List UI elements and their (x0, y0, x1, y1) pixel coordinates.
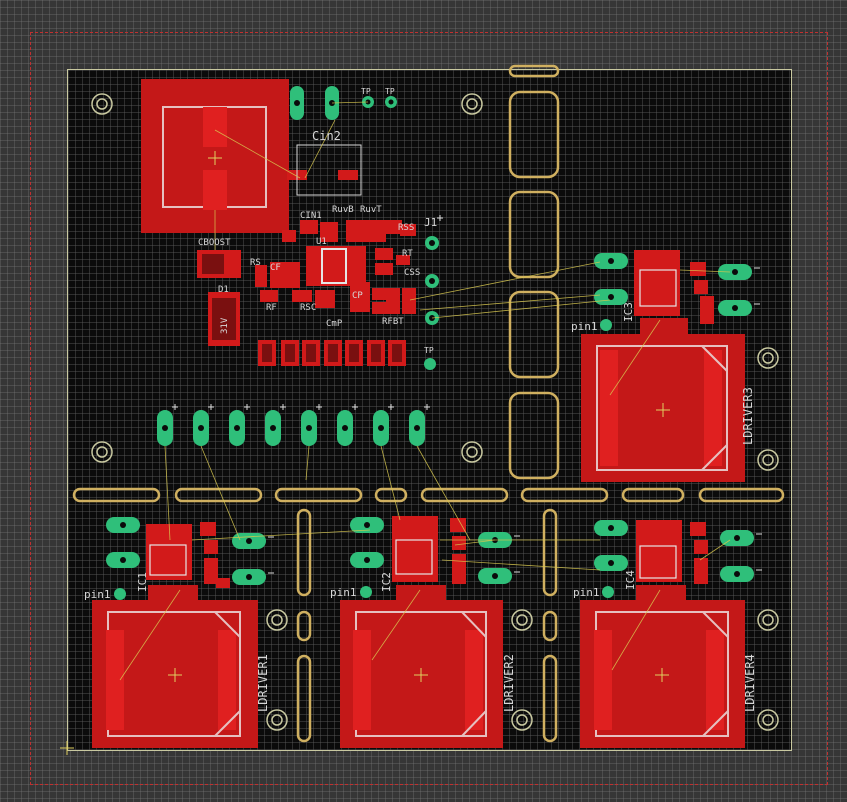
slot (420, 487, 509, 503)
ic3-body (634, 250, 680, 316)
label-rss: RSS (398, 223, 414, 233)
label-d1: D1 (218, 285, 229, 295)
slot (296, 508, 312, 597)
mounting-holes (91, 93, 779, 731)
slot (508, 90, 560, 179)
slot (621, 487, 685, 503)
label-rt: RT (402, 249, 413, 259)
inductor-pad (141, 79, 289, 233)
mounting-hole-icon (511, 709, 533, 731)
label-ldriver3: LDRIVER3 (741, 387, 755, 445)
label-ruvb: RuvB (332, 205, 354, 215)
label-tp3: TP (424, 346, 434, 355)
label-j1: J1 (424, 216, 437, 229)
label-pin1-ic2: pin1 (330, 586, 357, 599)
mounting-hole-icon (266, 709, 288, 731)
mounting-hole-icon (757, 609, 779, 631)
slot (508, 190, 560, 279)
slot (72, 487, 161, 503)
label-d1-value: 31V (220, 317, 230, 334)
label-ic1: IC1 (136, 572, 149, 592)
label-cmp: CmP (326, 319, 343, 329)
mounting-hole-icon (91, 93, 113, 115)
slot (542, 610, 558, 642)
label-rs: RS (250, 258, 261, 268)
airwires (119, 101, 731, 681)
crosshair-icon (414, 668, 428, 682)
slot (296, 610, 312, 642)
label-rfbt: RFBT (382, 317, 404, 327)
label-rf: RF (266, 303, 277, 313)
slot (542, 654, 558, 743)
copper-pours[interactable] (92, 79, 745, 748)
label-cf: CF (270, 263, 281, 273)
slot (520, 487, 609, 503)
label-tp2: TP (385, 87, 395, 96)
slot (296, 654, 312, 743)
slot (542, 508, 558, 597)
label-tp1: TP (361, 87, 371, 96)
mounting-hole-icon (461, 93, 483, 115)
mounting-hole-icon (91, 441, 113, 463)
label-pin1-ic4: pin1 (573, 586, 600, 599)
label-cin1: CIN1 (300, 211, 322, 221)
label-ic2: IC2 (380, 572, 393, 592)
label-rsc: RSC (300, 303, 316, 313)
ic4-body (636, 520, 682, 582)
ldriver1-pad (92, 600, 258, 748)
crosshair-icon (208, 151, 222, 165)
mounting-hole-icon (461, 441, 483, 463)
crosshair-icon (60, 741, 74, 755)
u1-body (306, 246, 366, 286)
mounting-hole-icon (266, 609, 288, 631)
label-u1: U1 (316, 237, 327, 247)
mounting-hole-icon (511, 609, 533, 631)
slot (698, 487, 785, 503)
crosshair-icon (655, 668, 669, 682)
label-ic4: IC4 (624, 570, 637, 590)
slot (508, 64, 560, 78)
slot (508, 290, 560, 379)
label-cin2: Cin2 (312, 129, 341, 143)
keepout-outline (30, 32, 828, 785)
label-ldriver2: LDRIVER2 (502, 654, 516, 712)
ic-footprints[interactable] (146, 250, 714, 588)
label-css: CSS (404, 268, 420, 278)
crosshair-icon (168, 668, 182, 682)
mounting-hole-icon (757, 709, 779, 731)
cin2-pad (338, 170, 358, 180)
mounting-hole-icon (757, 449, 779, 471)
ic1-body (146, 524, 192, 580)
slot (174, 487, 263, 503)
label-cp: CP (352, 291, 363, 301)
label-ic3: IC3 (622, 302, 635, 322)
label-ldriver4: LDRIVER4 (743, 654, 757, 712)
crosshair-icon (656, 403, 670, 417)
label-pin1-ic1: pin1 (84, 588, 111, 601)
slot (374, 487, 408, 503)
ic2-body (392, 516, 438, 582)
label-cboost: CBOOST (198, 238, 231, 248)
label-ldriver1: LDRIVER1 (256, 654, 270, 712)
label-pin1-ic3: pin1 (571, 320, 598, 333)
mounting-hole-icon (757, 347, 779, 369)
slot (508, 391, 560, 480)
label-ruvt: RuvT (360, 205, 382, 215)
slot (274, 487, 363, 503)
